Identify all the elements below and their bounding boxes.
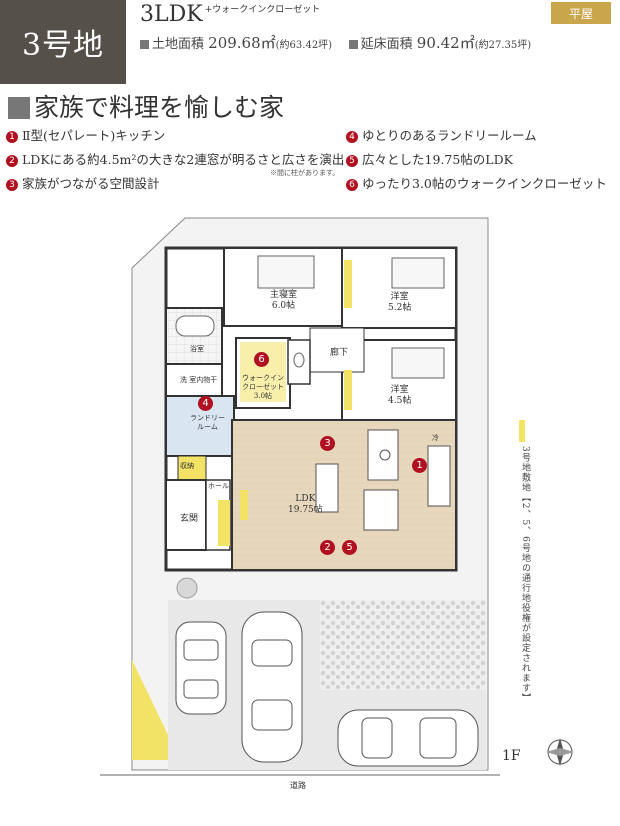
sink-icon <box>379 449 391 461</box>
marker-3: 3 <box>320 436 335 451</box>
room-label-wash: 洗 室内物干 <box>180 376 218 384</box>
feature-text: Ⅱ型(セパレート)キッチン <box>22 128 166 143</box>
car-icon <box>175 621 227 715</box>
bathtub-icon <box>175 315 215 337</box>
dining-table <box>363 489 399 531</box>
marker-icon: 1 <box>6 131 18 143</box>
marker-icon: 6 <box>346 179 358 191</box>
feature-item: 6 ゆったり3.0帖のウォークインクローゼット <box>346 176 607 192</box>
road-label: 道路 <box>290 781 306 790</box>
floor-label: 1F <box>502 748 521 764</box>
feature-text: 広々とした19.75帖のLDK <box>362 152 513 167</box>
section-title: 家族で料理を愉しむ家 <box>8 88 284 124</box>
floor-area-tsubo: (約27.35坪) <box>474 40 532 51</box>
area-summary: 土地面積 209.68㎡(約63.42坪) 延床面積 90.42㎡(約27.35… <box>140 32 531 53</box>
site-note: 3号地敷地【2、5、6号地の通行地役権が設定されます】 <box>519 420 532 706</box>
room-label-hall: 廊下 <box>330 348 349 358</box>
compass-icon <box>546 738 574 766</box>
lot-number: 3号地 <box>21 28 105 63</box>
garden-area <box>320 600 486 690</box>
tv-stand <box>240 490 248 520</box>
feature-item: 5 広々とした19.75帖のLDK <box>346 152 513 168</box>
bed-icon <box>391 257 445 289</box>
land-area-value: 209.68㎡ <box>208 34 276 52</box>
bed-icon <box>391 347 445 379</box>
marker-4: 4 <box>198 396 213 411</box>
closet <box>344 370 352 410</box>
room-label-entrance: 玄関 <box>180 514 199 524</box>
kitchen-counter <box>427 445 451 507</box>
car-icon <box>337 709 479 767</box>
toilet-icon <box>293 352 305 368</box>
yellow-swatch <box>519 420 525 442</box>
floor-plan <box>100 217 574 776</box>
section-title-text: 家族で料理を愉しむ家 <box>34 93 285 122</box>
kitchen-island <box>367 429 399 481</box>
shoes-box <box>218 500 230 546</box>
square-bullet-icon <box>8 97 30 119</box>
floor-area-label: 延床面積 <box>360 37 413 52</box>
hallway <box>309 327 365 373</box>
floor-area-value: 90.42㎡ <box>416 34 475 52</box>
square-bullet-icon <box>140 40 149 49</box>
marker-1: 1 <box>412 458 427 473</box>
feature-text: LDKにある約4.5m²の大きな2連窓が明るさと広さを演出 <box>22 152 345 167</box>
category-badge: 平屋 <box>551 2 611 24</box>
land-area-tsubo: (約63.42坪) <box>275 40 333 51</box>
marker-icon: 5 <box>346 155 358 167</box>
marker-6: 6 <box>254 352 269 367</box>
marker-2: 2 <box>320 540 335 555</box>
room-label-laundry: ランドリールーム <box>190 414 225 431</box>
feature-item: 1 Ⅱ型(セパレート)キッチン <box>6 128 165 144</box>
marker-icon: 3 <box>6 179 18 191</box>
marker-icon: 2 <box>6 155 18 167</box>
feature-item: 3 家族がつながる空間設計 <box>6 176 160 192</box>
feature-text: ゆったり3.0帖のウォークインクローゼット <box>362 176 607 191</box>
sofa-icon <box>315 463 339 513</box>
layout-type-text: 3LDK <box>140 2 203 27</box>
bed-icon <box>257 255 315 289</box>
tree-icon <box>176 577 198 599</box>
square-bullet-icon <box>348 40 358 49</box>
car-icon <box>241 611 303 763</box>
site-note-text: 3号地敷地【2、5、6号地の通行地役権が設定されます】 <box>520 446 530 703</box>
marker-5: 5 <box>342 540 357 555</box>
layout-type: 3LDK+ウォークインクローゼット <box>140 2 320 27</box>
washroom <box>165 363 223 397</box>
room-label-bath: 浴室 <box>190 345 204 353</box>
feature-item: 2 LDKにある約4.5m²の大きな2連窓が明るさと広さを演出 <box>6 152 344 168</box>
feature-text: ゆとりのあるランドリールーム <box>362 128 537 143</box>
land-area-label: 土地面積 <box>152 37 205 52</box>
marker-icon: 4 <box>346 131 358 143</box>
lot-number-badge: 3号地 <box>0 0 126 84</box>
closet <box>344 260 352 308</box>
room-label-hallway: ホール <box>208 482 229 490</box>
storage-room <box>177 455 207 481</box>
feature-text: 家族がつながる空間設計 <box>22 176 160 191</box>
room-label-fridge: 冷 <box>432 434 439 442</box>
room-label-storage: 収納 <box>180 462 194 470</box>
window-note: ※間に柱があります。 <box>270 169 340 177</box>
feature-item: 4 ゆとりのあるランドリールーム <box>346 128 537 144</box>
layout-suffix: +ウォークインクローゼット <box>204 5 321 15</box>
